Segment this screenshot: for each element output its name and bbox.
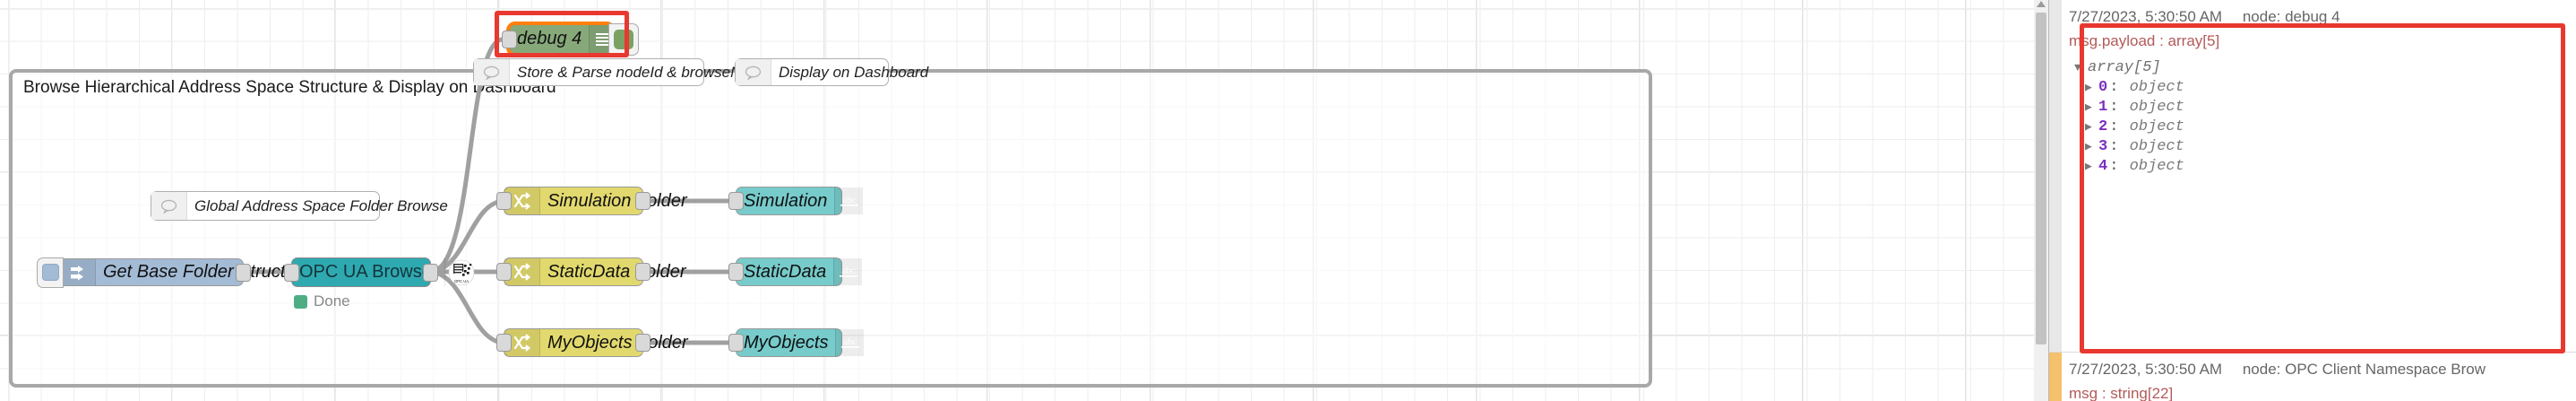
tree-root-label: array[5]	[2088, 59, 2161, 76]
tree-item-value: object	[2129, 138, 2184, 155]
comment-node-global-browse[interactable]: Global Address Space Folder Browse	[151, 191, 448, 221]
debug-toggle-square	[614, 29, 633, 49]
message-accent-bar	[2049, 0, 2062, 352]
comment-icon	[151, 192, 187, 220]
input-port[interactable]	[502, 30, 517, 48]
input-port[interactable]	[284, 263, 299, 282]
output-port[interactable]	[635, 192, 650, 210]
svg-text:OPC UA: OPC UA	[454, 279, 469, 283]
input-port[interactable]	[496, 192, 512, 210]
debug-node-label: debug 4	[517, 29, 582, 48]
comment-node-store-parse[interactable]: Store & Parse nodeId & browseName	[473, 58, 771, 86]
caret-right-icon[interactable]: ▶	[2085, 140, 2092, 153]
comment-label: Store & Parse nodeId & browseName	[517, 63, 771, 81]
debug-enable-toggle-button[interactable]	[608, 22, 639, 56]
caret-right-icon[interactable]: ▶	[2085, 81, 2092, 94]
debug-node-debug4[interactable]: debug 4	[502, 22, 639, 57]
inject-button-square	[41, 264, 59, 281]
input-port[interactable]	[728, 263, 744, 281]
abc-icon: abc	[833, 258, 863, 285]
node-status-done: Done	[294, 292, 350, 310]
tree-item-row[interactable]: ▶ 3 : object	[2085, 138, 2184, 155]
debug-node-reference: node: OPC Client Namespace Brow	[2242, 361, 2486, 378]
group-title: Browse Hierarchical Address Space Struct…	[23, 78, 556, 97]
inject-node-label: Get Base Folder Structure ¹	[103, 262, 323, 282]
comment-label: Global Address Space Folder Browse	[194, 196, 448, 214]
opc-ua-icon: OPC UA	[444, 258, 477, 286]
debug-message-topic: msg : string[22]	[2069, 385, 2174, 401]
switch-node-myobjects-folder[interactable]: MyObjects Folder	[496, 328, 688, 357]
caret-right-icon[interactable]: ▶	[2085, 120, 2092, 134]
debug-message-opcua[interactable]: 7/27/2023, 5:30:50 AM node: OPC Client N…	[2049, 353, 2576, 401]
svg-text:abc: abc	[843, 336, 857, 347]
debug-node-reference: node: debug 4	[2242, 8, 2340, 25]
output-port[interactable]	[423, 263, 438, 282]
tree-item-row[interactable]: ▶ 1 : object	[2085, 99, 2184, 116]
debug-payload-tree: ▼ array[5] ▶ 0 : object ▶ 1 : object ▶	[2069, 58, 2567, 177]
debug-message-topic: msg.payload : array[5]	[2069, 32, 2220, 49]
switch-node-label: MyObjects Folder	[547, 332, 688, 353]
comment-icon	[736, 59, 771, 85]
inject-trigger-button[interactable]	[37, 257, 64, 288]
flow-canvas[interactable]: Browse Hierarchical Address Space Struct…	[0, 0, 2048, 401]
inject-node-get-base-folder-structure[interactable]: Get Base Folder Structure ¹	[37, 257, 323, 288]
tree-item-index: 4	[2098, 158, 2108, 175]
opcua-browser-node[interactable]: OPC UA Browser	[284, 257, 475, 309]
debug-timestamp: 7/27/2023, 5:30:50 AM	[2069, 8, 2223, 25]
input-port[interactable]	[496, 334, 512, 352]
debug-timestamp: 7/27/2023, 5:30:50 AM	[2069, 361, 2223, 378]
caret-down-icon[interactable]: ▼	[2074, 61, 2081, 74]
ui-text-node-myobjects[interactable]: MyObjects abc	[728, 328, 865, 357]
status-label: Done	[314, 292, 350, 309]
comment-node-display-dashboard[interactable]: Display on Dashboard	[735, 58, 928, 86]
switch-node-label: Simulation Folder	[547, 190, 687, 211]
canvas-vertical-scrollbar[interactable]	[2034, 0, 2048, 401]
input-port[interactable]	[728, 334, 744, 352]
ui-text-node-label: MyObjects	[744, 332, 829, 353]
tree-item-index: 0	[2098, 79, 2108, 96]
output-port[interactable]	[236, 263, 251, 282]
scrollbar-thumb[interactable]	[2036, 13, 2046, 344]
caret-right-icon[interactable]: ▶	[2085, 100, 2092, 114]
tree-item-row[interactable]: ▶ 2 : object	[2085, 118, 2184, 135]
tree-item-index: 3	[2098, 138, 2108, 155]
switch-node-staticdata-folder[interactable]: StaticData Folder	[496, 257, 686, 286]
message-accent-bar	[2049, 353, 2062, 401]
tree-item-value: object	[2129, 118, 2184, 135]
scroll-up-arrow-icon[interactable]	[2037, 1, 2046, 7]
ui-text-node-simulation[interactable]: Simulation abc	[728, 187, 864, 215]
tree-item-value: object	[2129, 158, 2184, 175]
debug-message-header: 7/27/2023, 5:30:50 AM node: debug 4	[2069, 8, 2567, 26]
ui-text-node-label: StaticData	[744, 261, 827, 282]
arrow-right-icon	[60, 259, 96, 285]
debug-sidebar[interactable]: 7/27/2023, 5:30:50 AM node: debug 4 msg.…	[2048, 0, 2576, 401]
tree-item-index: 1	[2098, 99, 2108, 116]
comment-icon	[474, 59, 510, 85]
abc-icon: abc	[835, 329, 865, 356]
caret-right-icon[interactable]: ▶	[2085, 160, 2092, 173]
svg-text:abc: abc	[841, 266, 855, 276]
ui-text-node-label: Simulation	[744, 190, 828, 211]
tree-root-row[interactable]: ▼ array[5]	[2074, 58, 2567, 78]
switch-icon	[504, 187, 540, 214]
tree-item-index: 2	[2098, 118, 2108, 135]
output-port[interactable]	[635, 263, 650, 281]
switch-node-label: StaticData Folder	[547, 261, 686, 282]
input-port[interactable]	[496, 263, 512, 281]
tree-item-value: object	[2129, 79, 2184, 96]
debug-message-debug4[interactable]: 7/27/2023, 5:30:50 AM node: debug 4 msg.…	[2049, 0, 2576, 353]
ui-text-node-staticdata[interactable]: StaticData abc	[728, 257, 863, 286]
svg-text:abc: abc	[842, 195, 856, 205]
switch-node-simulation-folder[interactable]: Simulation Folder	[496, 187, 687, 215]
comment-label: Display on Dashboard	[779, 63, 929, 81]
abc-icon: abc	[834, 187, 864, 214]
tree-item-value: object	[2129, 99, 2184, 116]
status-dot	[294, 294, 307, 309]
debug-message-header: 7/27/2023, 5:30:50 AM node: OPC Client N…	[2069, 361, 2567, 379]
tree-item-row[interactable]: ▶ 4 : object	[2085, 158, 2184, 175]
tree-item-row[interactable]: ▶ 0 : object	[2085, 79, 2184, 96]
input-port[interactable]	[728, 192, 744, 210]
opcua-node-label: OPC UA Browser	[299, 262, 438, 282]
output-port[interactable]	[635, 334, 650, 352]
